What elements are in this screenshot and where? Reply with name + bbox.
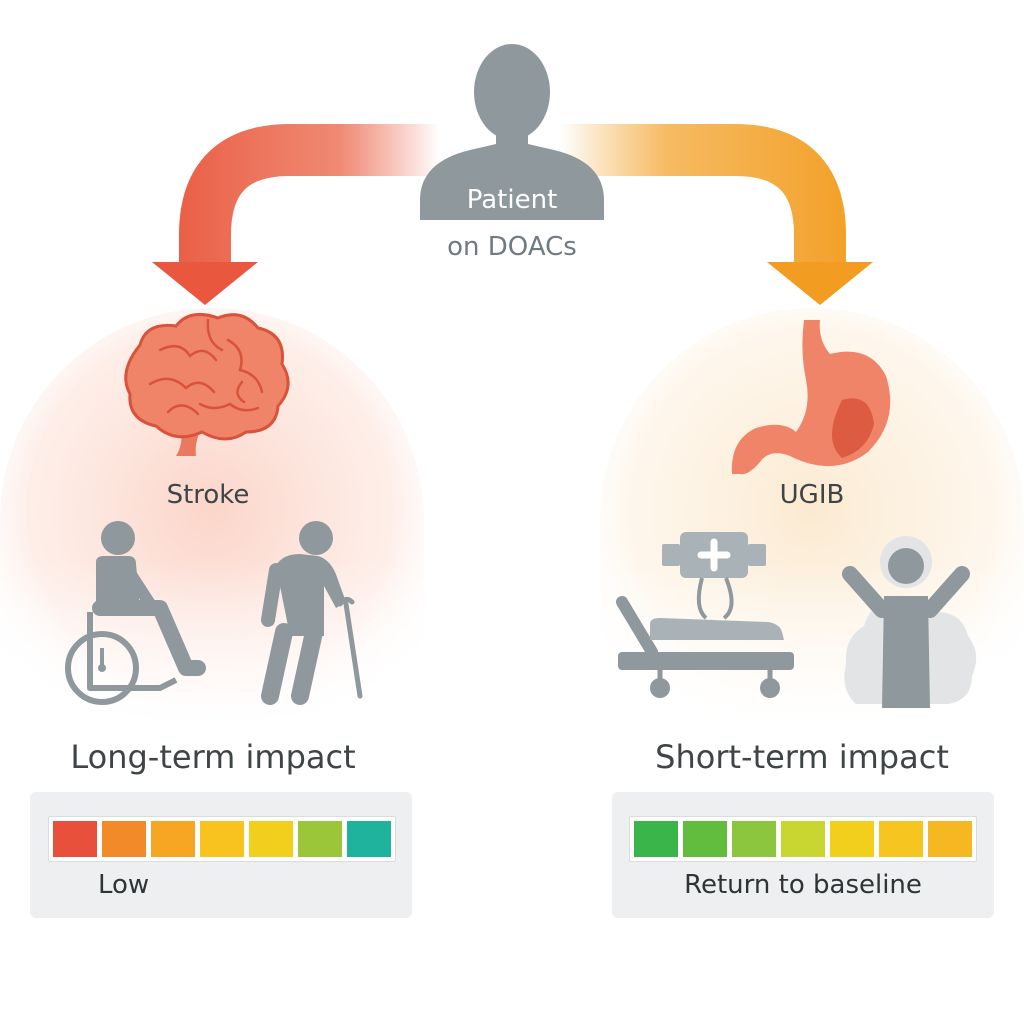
person-with-cane-icon [261,521,363,705]
recovered-person-icon [842,536,977,708]
hospital-bed-icon [616,532,794,698]
scale-segment [830,821,874,857]
scale-segment [634,821,678,857]
person-silhouette-icon [420,44,604,220]
short-term-impact-panel: Return to baseline [612,792,994,918]
arrow-to-ugib [560,124,873,305]
patient-label: Patient [466,185,558,215]
scale-segment [928,821,972,857]
scale-segment [151,821,195,857]
scale-segment [732,821,776,857]
scale-segment [347,821,391,857]
scale-segment [249,821,293,857]
short-term-scale-label: Return to baseline [684,870,922,900]
long-term-impact-scale [48,816,396,862]
ugib-title: UGIB [779,480,845,510]
short-term-impact-scale [629,816,977,862]
long-term-impact-panel: Low [30,792,412,918]
short-term-impact-label: Short-term impact [655,738,949,776]
stomach-icon [731,320,891,475]
wheelchair-user-icon [65,521,206,705]
arrow-to-stroke [152,124,440,305]
scale-segment [781,821,825,857]
stroke-title: Stroke [166,480,250,510]
patient-sublabel: on DOACs [447,232,577,262]
scale-segment [200,821,244,857]
scale-segment [298,821,342,857]
long-term-scale-label: Low [98,870,150,900]
scale-segment [102,821,146,857]
scale-segment [879,821,923,857]
brain-icon [124,312,290,456]
scale-segment [53,821,97,857]
scale-segment [683,821,727,857]
long-term-impact-label: Long-term impact [70,738,356,776]
